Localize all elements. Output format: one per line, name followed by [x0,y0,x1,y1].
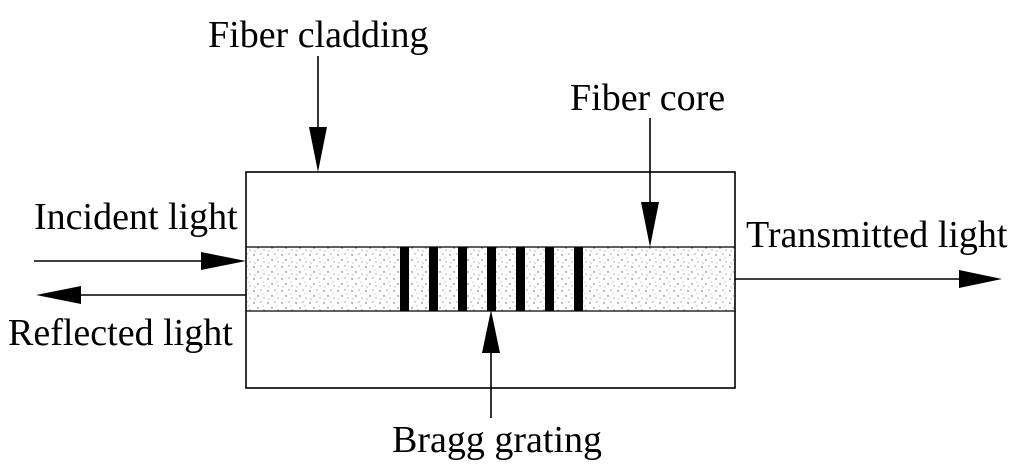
grating-bar [400,247,409,311]
grating-bar [487,247,496,311]
grating-bar [516,247,525,311]
transmitted-light-arrow [735,270,1002,288]
bragg-grating-label: Bragg grating [392,419,602,461]
reflected-light-arrow [36,286,246,304]
bragg-grating [400,247,583,311]
grating-bar [574,247,583,311]
grating-bar [458,247,467,311]
fiber-cladding-arrow [309,56,327,172]
incident-light-label: Incident light [34,196,238,238]
grating-bar [429,247,438,311]
transmitted-light-label: Transmitted light [746,214,1008,256]
fiber-core-arrow [641,118,659,247]
fiber-core-label: Fiber core [570,77,725,119]
incident-light-arrow [34,252,246,270]
reflected-light-label: Reflected light [8,312,233,354]
fiber-cladding-label: Fiber cladding [208,14,429,56]
grating-bar [545,247,554,311]
bragg-grating-arrow [482,310,500,418]
